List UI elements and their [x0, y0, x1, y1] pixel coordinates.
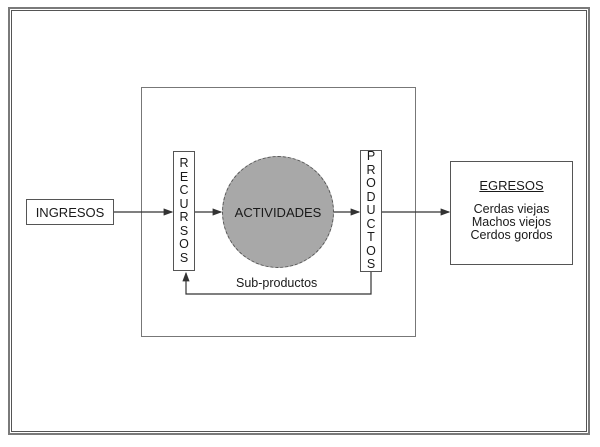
productos-letter: P — [366, 149, 376, 164]
recursos-letter: O — [179, 237, 189, 251]
productos-letter: O — [366, 243, 376, 258]
recursos-letter: R — [179, 210, 189, 224]
recursos-letter: C — [179, 183, 189, 197]
actividades-circle: ACTIVIDADES — [222, 156, 334, 268]
ingresos-box: INGRESOS — [26, 199, 114, 225]
productos-letter: D — [366, 189, 376, 204]
productos-letter: S — [366, 257, 376, 272]
recursos-letter: R — [179, 156, 189, 170]
arrow-subproductos-feedback — [182, 271, 372, 295]
recursos-letter: U — [179, 196, 189, 211]
productos-letter: C — [366, 216, 376, 231]
recursos-box: R E C U R S O S — [173, 151, 195, 271]
outer-frame — [8, 7, 590, 435]
egresos-item: Cerdas viejas — [473, 202, 550, 216]
inner-frame — [11, 10, 587, 432]
productos-box: P R O D U C T O S — [360, 150, 382, 272]
actividades-label: ACTIVIDADES — [234, 204, 322, 220]
egresos-items: Cerdas viejas Machos viejos Cerdos gordo… — [451, 203, 572, 242]
egresos-box: EGRESOS Cerdas viejas Machos viejos Cerd… — [450, 161, 573, 265]
recursos-letter: S — [179, 223, 189, 238]
recursos-letter: S — [179, 250, 189, 265]
productos-letter: O — [366, 176, 376, 191]
productos-letter: U — [366, 203, 376, 218]
ingresos-label: INGRESOS — [35, 204, 105, 220]
recursos-letter: E — [179, 169, 189, 184]
egresos-item: Cerdos gordos — [470, 228, 553, 242]
egresos-title: EGRESOS — [479, 178, 544, 193]
productos-letter: T — [367, 230, 375, 245]
productos-letter: R — [366, 162, 376, 177]
egresos-item: Machos viejos — [471, 215, 552, 229]
subproductos-label: Sub-productos — [236, 276, 318, 290]
